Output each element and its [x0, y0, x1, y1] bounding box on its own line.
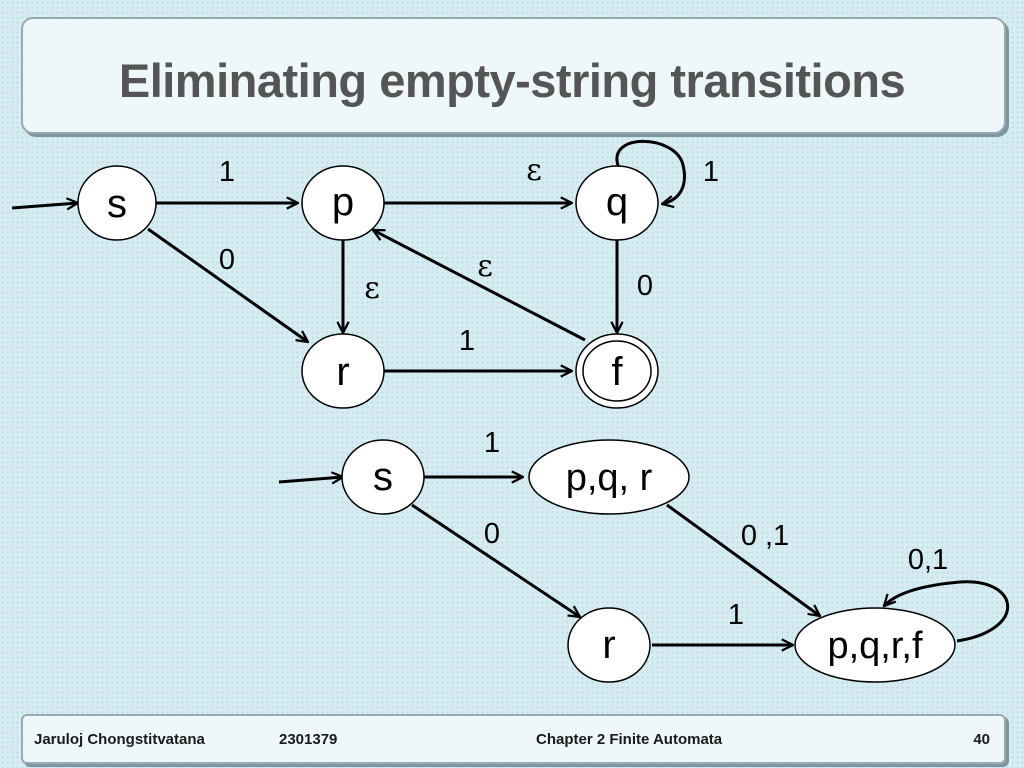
- dfa-label-r-pqrf: 1: [728, 599, 744, 631]
- dfa-state-pqr-label: p,q, r: [566, 457, 653, 499]
- dfa-edge-pqrf-pqrf: [884, 580, 1010, 643]
- dfa-label-pqr-pqrf: 0 ,1: [741, 520, 789, 552]
- nfa-edge-s-r: [147, 227, 308, 342]
- nfa-label-r-f: 1: [459, 325, 475, 357]
- nfa-label-q-q: 1: [703, 156, 719, 188]
- nfa-state-s: [77, 165, 157, 241]
- dfa-state-s-label: s: [373, 455, 393, 499]
- nfa-label-q-f: 0: [637, 270, 653, 302]
- nfa-start-arrow: [11, 203, 78, 208]
- nfa-state-f: [575, 333, 659, 409]
- footer-chapter: Chapter 2 Finite Automata: [536, 731, 723, 748]
- nfa-state-s-label: s: [107, 182, 127, 226]
- nfa-state-r-label: r: [336, 350, 349, 394]
- dfa-diagram: s p,q, r r p,q,r,f 1 0 0 ,1 1 0,1: [278, 427, 1010, 683]
- nfa-diagram: s p q r f 1 ε 1 0 ε ε 0 1: [11, 139, 719, 409]
- nfa-state-f-label: f: [611, 350, 623, 394]
- footer-author: Jaruloj Chongstitvatana: [34, 731, 205, 748]
- nfa-state-q: [575, 165, 659, 241]
- nfa-accept-ring: [582, 340, 652, 402]
- dfa-edge-pqr-pqrf: [666, 503, 820, 616]
- dfa-state-pqr: [528, 439, 690, 515]
- nfa-state-q-label: q: [606, 180, 628, 224]
- nfa-state-p: [301, 165, 385, 241]
- footer-course: 2301379: [279, 731, 338, 748]
- nfa-label-s-p: 1: [219, 156, 235, 188]
- nfa-state-p-label: p: [332, 180, 354, 224]
- nfa-edge-q-q: [615, 139, 686, 204]
- slide-title: Eliminating empty-string transitions: [118, 54, 906, 107]
- dfa-state-r-label: r: [602, 623, 615, 667]
- footer-page-number: 40: [973, 731, 990, 748]
- dfa-label-s-r: 0: [484, 518, 500, 550]
- dfa-label-s-pqr: 1: [484, 427, 500, 459]
- nfa-label-p-r: ε: [364, 271, 380, 306]
- dfa-state-pqrf: [794, 607, 956, 683]
- dfa-edge-s-r: [411, 503, 580, 617]
- dfa-state-pqrf-label: p,q,r,f: [827, 625, 922, 667]
- dfa-state-r: [567, 607, 651, 683]
- nfa-label-f-p: ε: [477, 249, 493, 284]
- nfa-state-r: [301, 333, 385, 409]
- dfa-start-arrow: [278, 477, 343, 482]
- dfa-label-pqrf-pqrf: 0,1: [908, 544, 948, 576]
- slide-footer: Jaruloj Chongstitvatana 2301379 Chapter …: [21, 714, 1006, 764]
- dfa-state-s: [341, 439, 425, 515]
- nfa-label-p-q: ε: [526, 153, 542, 188]
- title-box: [21, 17, 1006, 134]
- nfa-edge-f-p: [373, 228, 586, 342]
- nfa-label-s-r: 0: [219, 244, 235, 276]
